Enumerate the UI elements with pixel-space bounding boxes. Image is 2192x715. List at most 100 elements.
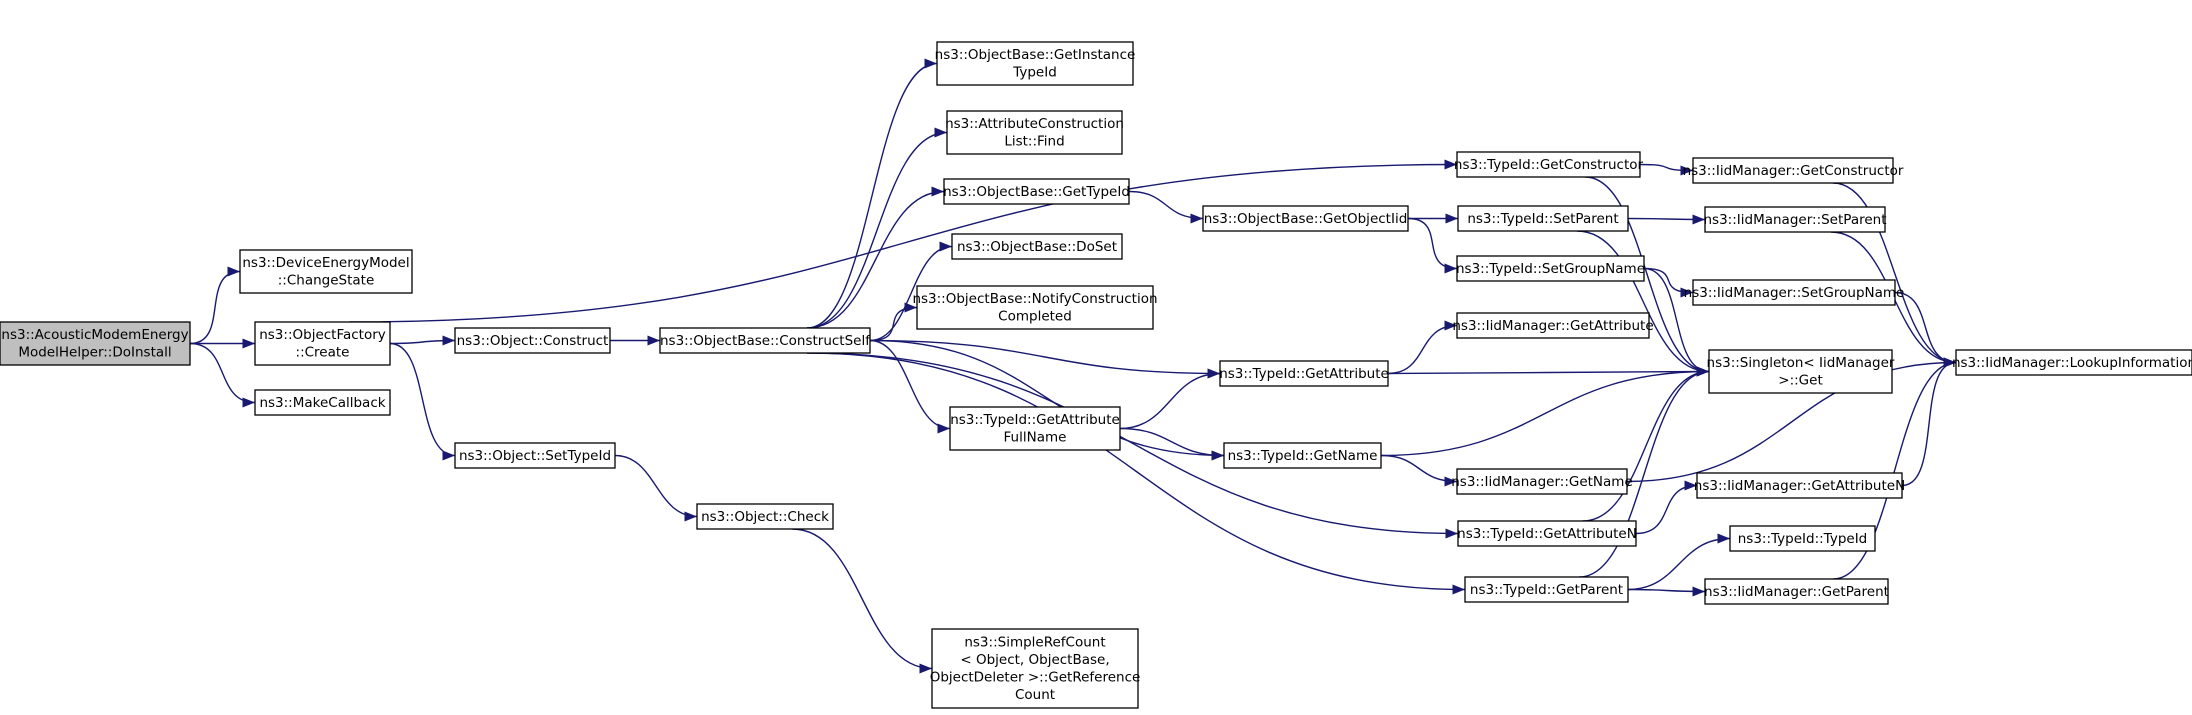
edge-constructself-to-tidgetattrfull [869,339,951,434]
edge-ofcreate-to-tidgetctor [349,159,1458,323]
node-label-line: ns3::AcousticModemEnergy [1,327,188,343]
edges-layer [189,58,1957,674]
node-box [946,110,1123,155]
node-label-line: ns3::IidManager::GetName [1451,474,1633,490]
edge-tidgetattr-to-singletonget [1387,366,1710,377]
edge-constructself-to-tidgetparent [806,352,1466,595]
node-label-line: Completed [998,309,1072,325]
node-label-line: ns3::SimpleRefCount [964,635,1105,651]
node-doinstall[interactable]: ns3::AcousticModemEnergyModelHelper::DoI… [0,321,191,366]
node-label-line: ns3::ObjectBase::NotifyConstruction [912,291,1157,307]
node-label-line: ns3::TypeId::GetConstructor [1454,157,1644,173]
node-tidgetname[interactable]: ns3::TypeId::GetName [1223,442,1382,469]
node-label-line: ns3::Singleton< IidManager [1707,355,1895,371]
node-getobjectiid[interactable]: ns3::ObjectBase::GetObjectIid [1202,205,1409,232]
node-label-line: ns3::IidManager::LookupInformation [1952,355,2192,371]
node-label-line: ns3::ObjectBase::GetObjectIid [1204,211,1408,227]
edge-iidgetattrn-to-iidlookup [1901,357,1957,487]
node-tidgetctor[interactable]: ns3::TypeId::GetConstructor [1454,151,1644,178]
edge-iidgetparent-to-iidlookup [1833,357,1957,580]
node-label-line: ns3::IidManager::GetAttribute [1452,318,1653,334]
node-box [1223,442,1382,469]
node-objconstruct[interactable]: ns3::Object::Construct [454,327,611,354]
node-tidgetattr[interactable]: ns3::TypeId::GetAttribute [1219,360,1389,387]
edge-tidgetattrn-to-singletonget [1582,366,1710,522]
edge-tidgetattrfull-to-tidgetname [1119,427,1225,461]
node-doset[interactable]: ns3::ObjectBase::DoSet [951,233,1123,260]
node-makecallback[interactable]: ns3::MakeCallback [254,389,391,416]
node-ofcreate[interactable]: ns3::ObjectFactory::Create [254,321,391,366]
edge-constructself-to-tidgetname [869,339,1225,461]
node-box [1696,472,1903,499]
node-label-line: ns3::TypeId::SetParent [1467,211,1618,227]
edge-iidsetgroup-to-iidlookup [1894,291,1957,368]
node-label-line: ns3::Object::Check [701,509,829,525]
node-iidgetctor[interactable]: ns3::IidManager::GetConstructor [1683,157,1904,184]
node-constructself[interactable]: ns3::ObjectBase::ConstructSelf [659,327,871,354]
edge-tidgetparent-to-tidtypeid [1627,533,1731,591]
node-changestate[interactable]: ns3::DeviceEnergyModel::ChangeState [239,249,413,294]
node-iidsetgroup[interactable]: ns3::IidManager::SetGroupName [1684,279,1905,306]
node-label-line: ns3::Object::SetTypeId [459,448,611,464]
node-label-line: ns3::MakeCallback [259,395,385,411]
edge-tidgetctor-to-singletonget [1585,176,1710,377]
node-tidgetattrn[interactable]: ns3::TypeId::GetAttributeN [1457,520,1637,547]
node-box [239,249,413,294]
node-label-line: ObjectDeleter >::GetReference [930,670,1141,686]
node-label-line: ns3::IidManager::GetAttributeN [1694,478,1905,494]
node-box [1692,157,1894,184]
node-label-line: ns3::TypeId::GetParent [1470,582,1623,598]
node-objcheck[interactable]: ns3::Object::Check [696,503,834,530]
node-label-line: >::Get [1778,373,1822,389]
node-settypeid[interactable]: ns3::Object::SetTypeId [454,442,616,469]
node-tidtypeid[interactable]: ns3::TypeId::TypeId [1729,525,1876,552]
node-notifycc[interactable]: ns3::ObjectBase::NotifyConstructionCompl… [912,285,1158,330]
node-box [0,321,191,366]
node-tidsetgroup[interactable]: ns3::TypeId::SetGroupName [1456,255,1645,282]
node-label-line: ns3::AttributeConstruction [945,116,1124,132]
node-box [931,628,1139,709]
node-iidgetattrn[interactable]: ns3::IidManager::GetAttributeN [1694,472,1905,499]
node-label-line: ModelHelper::DoInstall [18,345,171,361]
node-box [1456,151,1641,178]
node-box [454,327,611,354]
edge-obgettypeid-to-getobjectiid [1128,190,1204,224]
node-label-line: TypeId [1012,65,1057,81]
edge-tidgetattr-to-iidgetattr [1387,320,1458,375]
node-iidgetname[interactable]: ns3::IidManager::GetName [1451,468,1633,495]
node-box [696,503,834,530]
edge-tidgetparent-to-singletonget [1579,366,1710,578]
node-label-line: ns3::TypeId::GetName [1228,448,1378,464]
edge-constructself-to-doset [869,241,953,342]
node-label-line: ns3::IidManager::SetGroupName [1684,285,1905,301]
node-label-line: ns3::Object::Construct [457,333,609,349]
node-iidgetparent[interactable]: ns3::IidManager::GetParent [1704,578,1889,605]
node-iidsetparent[interactable]: ns3::IidManager::SetParent [1704,206,1887,233]
node-singletonget[interactable]: ns3::Singleton< IidManager>::Get [1707,349,1895,394]
node-tidsetparent[interactable]: ns3::TypeId::SetParent [1457,205,1629,232]
node-label-line: Count [1015,687,1055,703]
node-simplerefcount[interactable]: ns3::SimpleRefCount< Object, ObjectBase,… [930,628,1141,709]
edge-tidgetname-to-iidgetname [1380,454,1458,487]
edge-settypeid-to-objcheck [614,454,698,522]
node-iidgetattr[interactable]: ns3::IidManager::GetAttribute [1452,312,1654,339]
node-box [1704,578,1889,605]
node-label-line: ns3::IidManager::SetParent [1704,212,1887,228]
node-obgettypeid[interactable]: ns3::ObjectBase::GetTypeId [943,178,1130,205]
node-iidlookup[interactable]: ns3::IidManager::LookupInformation [1952,349,2192,376]
node-label-line: ns3::ObjectBase::ConstructSelf [660,333,871,349]
node-box [1456,312,1650,339]
node-label-line: List::Find [1004,134,1064,150]
node-box [1202,205,1409,232]
edge-tidsetparent-to-singletonget [1576,230,1710,377]
node-box [254,389,391,416]
node-tidgetparent[interactable]: ns3::TypeId::GetParent [1464,576,1629,603]
node-label-line: ns3::TypeId::GetAttribute [950,412,1120,428]
node-label-line: ns3::TypeId::GetAttribute [1219,366,1389,382]
node-label-line: FullName [1004,430,1067,446]
node-label-line: ns3::ObjectBase::GetInstance [935,47,1136,63]
